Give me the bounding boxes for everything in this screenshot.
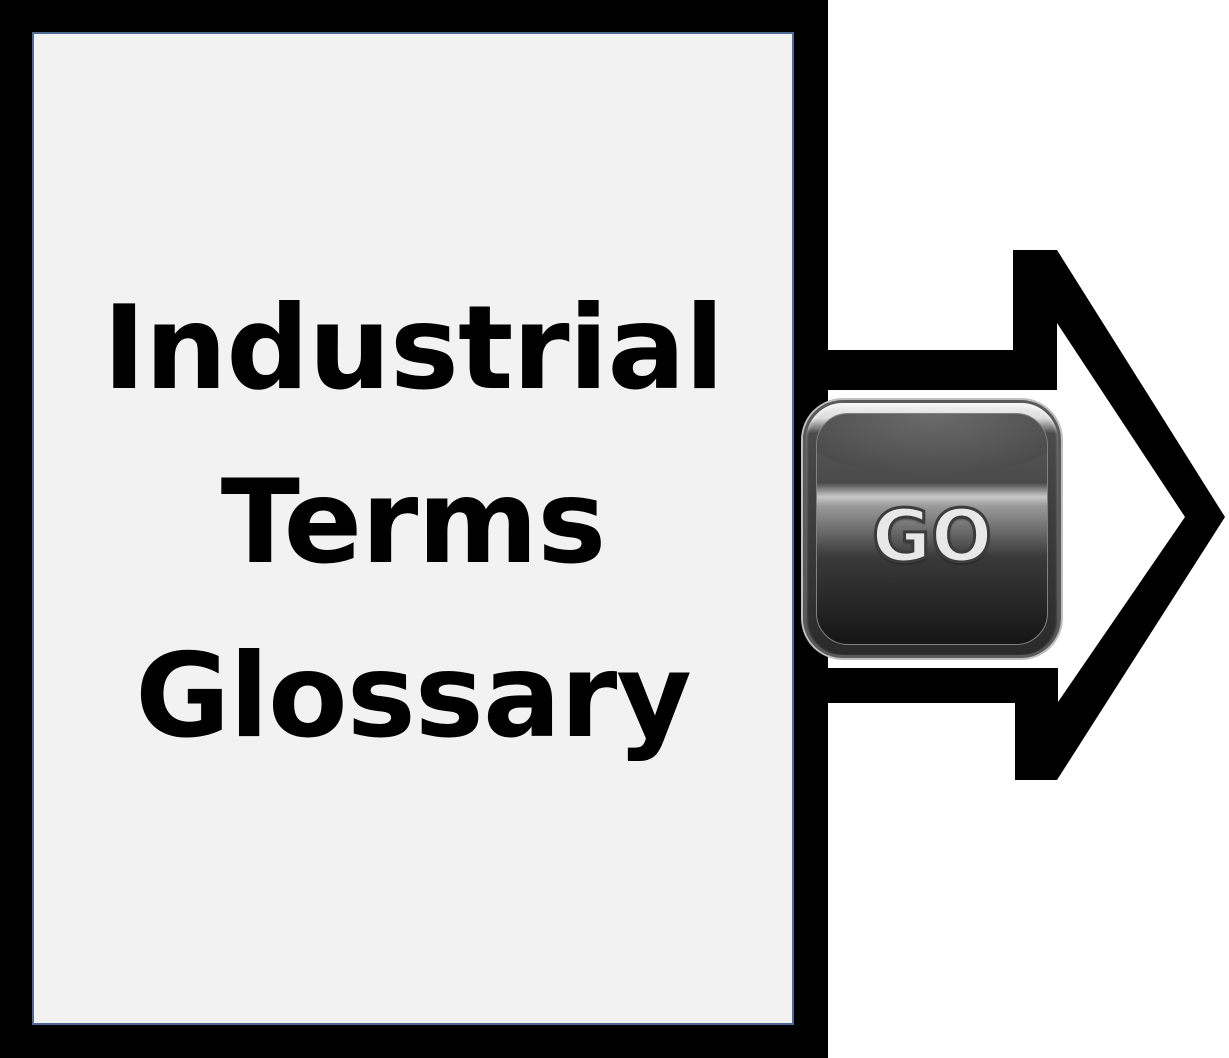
glossary-panel: Industrial Terms Glossary [32, 32, 794, 1025]
title-line-2: Terms [220, 455, 607, 590]
go-button-label: GO [870, 494, 993, 578]
glossary-frame: Industrial Terms Glossary [0, 0, 828, 1058]
glossary-title: Industrial Terms Glossary [34, 262, 792, 784]
arrow-outline [826, 250, 1225, 780]
go-button[interactable]: GO [803, 400, 1061, 658]
go-button-face: GO [816, 413, 1048, 645]
title-line-3: Glossary [135, 629, 692, 764]
title-line-1: Industrial [102, 281, 725, 416]
